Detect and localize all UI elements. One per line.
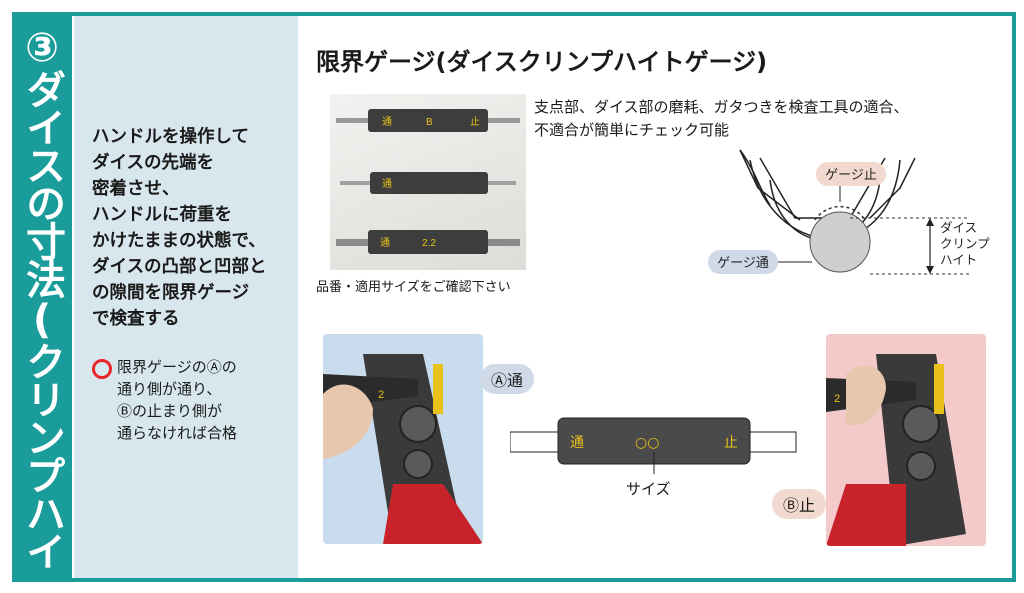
gauge-go-text: 通 — [570, 435, 584, 451]
photo-caption: 品番・適用サイズをご確認下さい — [316, 280, 511, 295]
instruction-panel — [74, 16, 298, 578]
page-heading: 限界ゲージ(ダイスクリンプハイトゲージ) — [316, 48, 768, 76]
photo-gauge-2: 通 — [340, 172, 516, 194]
gauge-photo: 通 B 止 通 通 2.2 — [330, 94, 526, 270]
section-band — [12, 12, 72, 582]
pass-circle-icon — [92, 359, 112, 379]
gauge-stop-label: ゲージ止 — [825, 168, 877, 183]
instruction-text: ハンドルを操作してダイスの先端を密着させ、ハンドルに荷重をかけたままの状態で、ダ… — [92, 127, 267, 329]
gauge-figure: 通 ○○ 止 — [509, 412, 800, 478]
tool-photo-stop: 2 — [826, 334, 986, 546]
photo-gauge-3: 通 2.2 — [336, 230, 520, 254]
stop-badge: Ⓑ止 — [772, 489, 826, 519]
crimp-height-line-1: ダイス — [940, 220, 977, 235]
section-title: ③ダイスの寸法(クリンプハイト) — [0, 25, 65, 569]
photo-gauge-1-code: B — [426, 117, 433, 128]
crimp-height-line-3: ハイト — [940, 252, 977, 267]
crimp-height-line-2: クリンプ — [940, 236, 990, 251]
photo-gauge-1-stop: 止 — [470, 116, 480, 128]
tool-marking-left: 2 — [378, 389, 384, 401]
tool-marking-right: 2 — [834, 393, 840, 405]
photo-gauge-1: 通 B 止 — [336, 109, 520, 132]
gauge-size-text: ○○ — [635, 435, 659, 451]
pass-criteria-text: 限界ゲージのⒶの通り側が通り、Ⓑの止まり側が通らなければ合格 — [117, 358, 238, 442]
tool-photo-go: 2 — [323, 334, 483, 544]
gauge-stop-text: 止 — [724, 435, 738, 451]
photo-gauge-3-go: 通 — [380, 237, 390, 249]
go-badge: Ⓐ通 — [480, 364, 534, 394]
crimp-height-diagram: ゲージ止 ゲージ通 ダイスクリンプハイト — [700, 140, 1000, 289]
photo-gauge-3-code: 2.2 — [422, 238, 436, 249]
size-label: サイズ — [626, 480, 671, 498]
crimp-height-label: ダイスクリンプハイト — [940, 220, 990, 267]
description-text: 支点部、ダイス部の磨耗、ガタつきを検査工具の適合、不適合が簡単にチェック可能 — [534, 98, 909, 139]
photo-gauge-2-go: 通 — [382, 178, 392, 190]
gauge-go-label: ゲージ通 — [717, 256, 769, 271]
photo-gauge-1-go: 通 — [382, 116, 392, 128]
